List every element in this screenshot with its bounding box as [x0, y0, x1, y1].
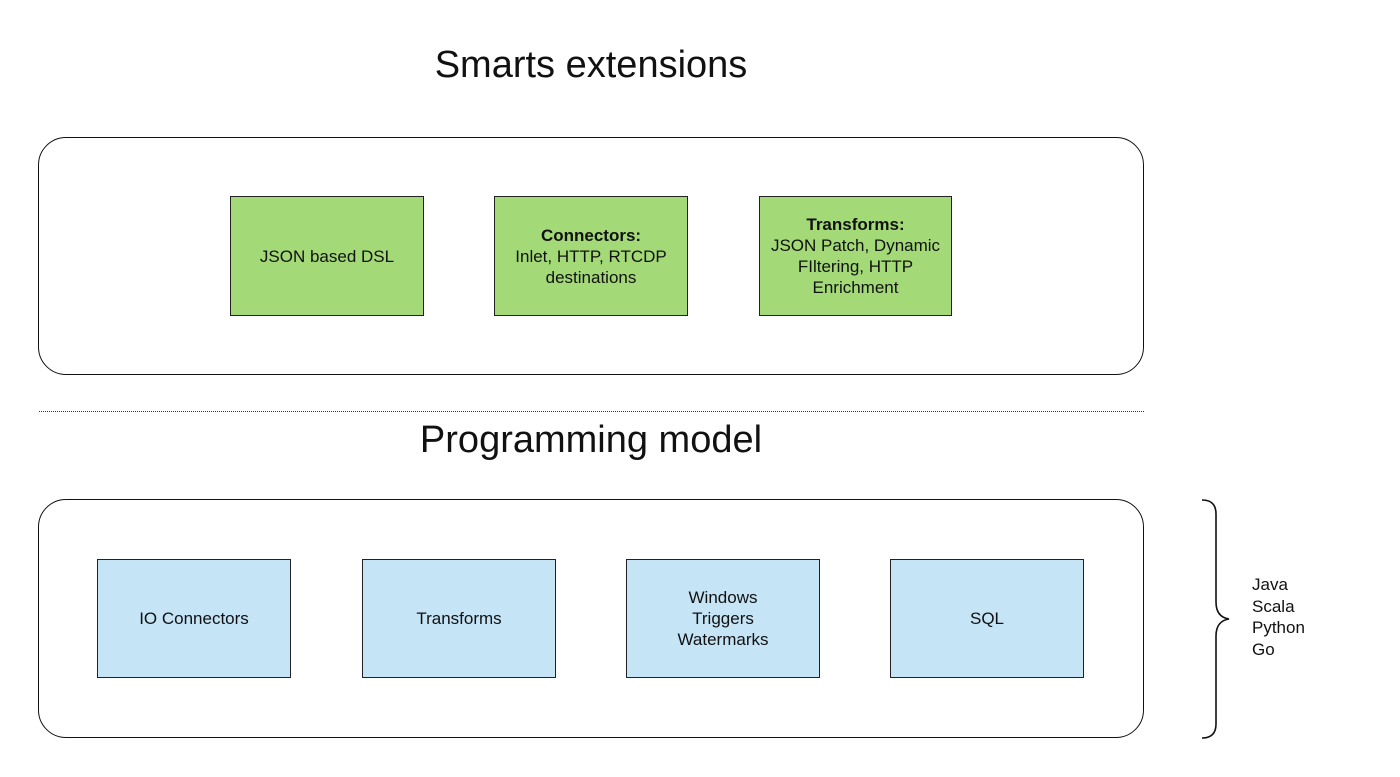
triggers-label: Triggers [692, 609, 754, 628]
section-divider [39, 411, 1144, 412]
language-scala: Scala [1252, 596, 1295, 616]
smarts-extensions-title: Smarts extensions [434, 44, 748, 86]
connectors-line-1: Inlet, HTTP, RTCDP [515, 246, 667, 266]
sql-label: SQL [969, 609, 1005, 628]
language-python: Python [1252, 618, 1305, 637]
windows-triggers-watermarks-box: Windows Triggers Watermarks [626, 559, 820, 678]
transforms-ext-box: Transforms: JSON Patch, Dynamic FIlterin… [759, 196, 952, 316]
transforms-label: Transforms [416, 609, 502, 628]
smarts-extensions-container [38, 137, 1144, 375]
watermarks-label: Watermarks [677, 630, 769, 649]
transforms-ext-line-3: Enrichment [812, 278, 899, 297]
programming-model-container [38, 499, 1144, 738]
language-go: Go [1252, 639, 1275, 659]
sql-box: SQL [890, 559, 1084, 678]
transforms-ext-line-1: JSON Patch, Dynamic [770, 236, 941, 255]
connectors-box: Connectors: Inlet, HTTP, RTCDP destinati… [494, 196, 688, 316]
language-java: Java [1252, 575, 1288, 594]
language-list: Java Scala Python Go [1252, 574, 1305, 660]
io-connectors-label: IO Connectors [139, 609, 249, 628]
json-dsl-box: JSON based DSL [230, 196, 424, 316]
transforms-ext-heading: Transforms: [806, 215, 905, 234]
curly-brace [1201, 499, 1230, 739]
io-connectors-box: IO Connectors [97, 559, 291, 678]
windows-label: Windows [688, 588, 758, 607]
connectors-heading: Connectors: [540, 225, 642, 245]
programming-model-title: Programming model [419, 419, 763, 461]
transforms-ext-line-2: FIltering, HTTP [797, 257, 914, 276]
connectors-line-2: destinations [545, 267, 637, 287]
transforms-box: Transforms [362, 559, 556, 678]
json-dsl-label: JSON based DSL [259, 246, 395, 266]
